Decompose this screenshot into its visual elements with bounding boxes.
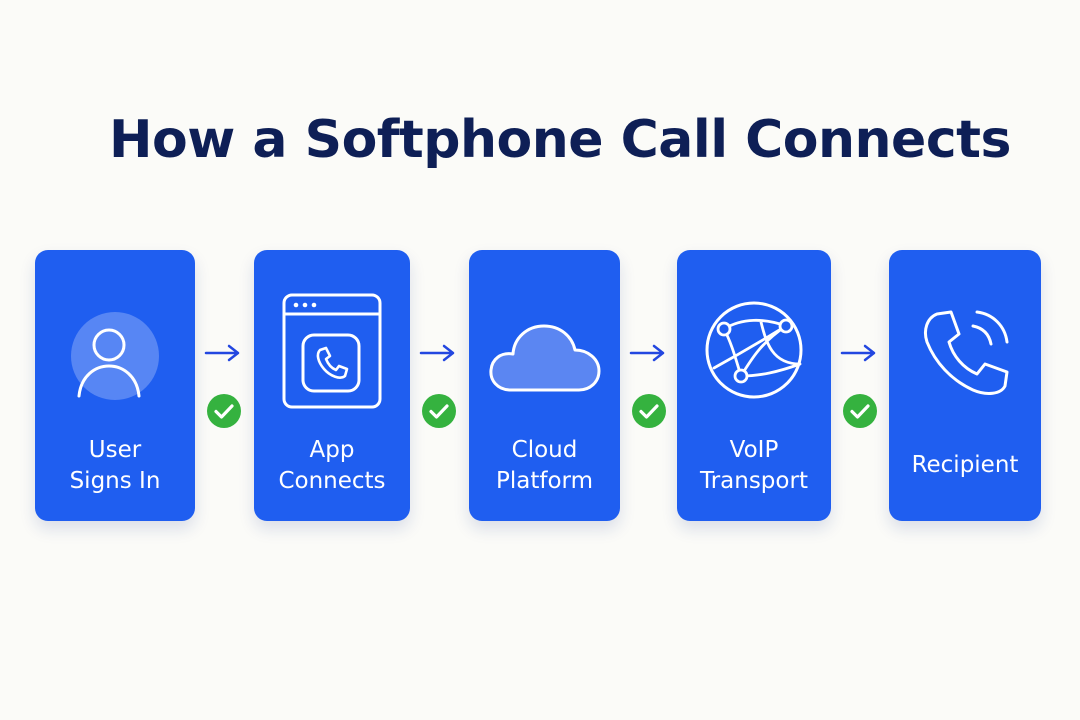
step-label-line1: Recipient: [911, 452, 1019, 478]
step-card-app-connects: App Connects: [254, 250, 410, 521]
step-label-line1: VoIP: [729, 437, 779, 463]
diagram-title: How a Softphone Call Connects: [109, 110, 1011, 170]
step-label-line1: Cloud: [511, 437, 578, 463]
step-card-user-signs-in: User Signs In: [35, 250, 195, 521]
phone-ringing-icon: [889, 306, 1041, 402]
app-window-phone-icon: [254, 292, 410, 410]
step-label-line2: Connects: [278, 468, 386, 494]
step-label-line2: Signs In: [69, 468, 161, 494]
checkmark-icon: [632, 394, 666, 428]
checkmark-icon: [422, 394, 456, 428]
step-card-cloud-platform: Cloud Platform: [469, 250, 620, 521]
step-label-line2: Transport: [700, 468, 808, 494]
arrow-right-icon: [629, 344, 665, 362]
cloud-icon: [469, 310, 620, 396]
user-icon: [35, 306, 195, 406]
network-globe-icon: [677, 294, 831, 406]
step-label-line1: User: [88, 437, 142, 463]
checkmark-icon: [843, 394, 877, 428]
arrow-right-icon: [419, 344, 455, 362]
step-card-voip-transport: VoIP Transport: [677, 250, 831, 521]
step-label-line1: App: [309, 437, 355, 463]
step-label-line2: Platform: [496, 468, 593, 494]
step-card-recipient: Recipient: [889, 250, 1041, 521]
step-label: Recipient: [889, 450, 1041, 481]
step-label: Cloud Platform: [469, 435, 620, 497]
arrow-right-icon: [204, 344, 240, 362]
step-label: VoIP Transport: [677, 435, 831, 497]
step-label: App Connects: [254, 435, 410, 497]
step-label: User Signs In: [35, 435, 195, 497]
checkmark-icon: [207, 394, 241, 428]
arrow-right-icon: [840, 344, 876, 362]
